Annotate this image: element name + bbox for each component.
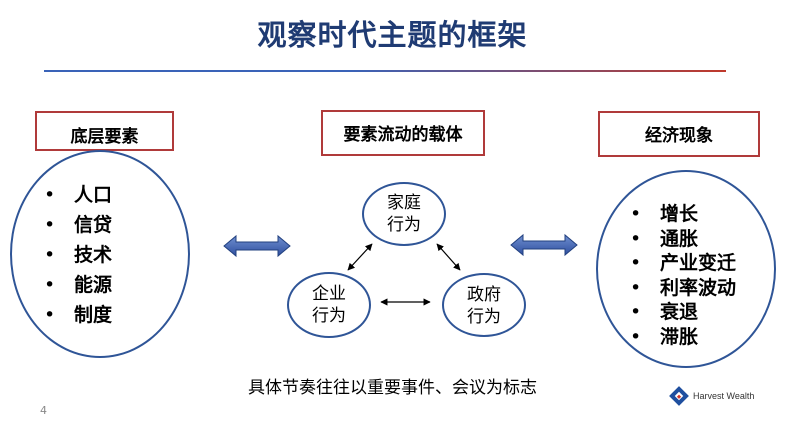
right-label-box: 经济现象 — [598, 111, 760, 157]
title-divider — [44, 70, 726, 72]
enterprise-node — [287, 272, 371, 338]
logo-text: Harvest Wealth — [693, 391, 755, 401]
list-item: 制度 — [44, 300, 112, 330]
family-enterprise-arrow — [347, 243, 373, 271]
family-line-2: 行为 — [387, 215, 421, 235]
government-line-1: 政府 — [467, 285, 501, 305]
middle-label-box: 要素流动的载体 — [321, 110, 485, 156]
list-item: 产业变迁 — [630, 251, 736, 276]
footer-caption: 具体节奏往往以重要事件、会议为标志 — [248, 378, 537, 398]
list-item: 增长 — [630, 202, 736, 227]
right-label: 经济现象 — [645, 126, 713, 146]
list-item: 信贷 — [44, 210, 112, 240]
family-node-text: 家庭 行为 — [362, 192, 446, 236]
enterprise-line-2: 行为 — [312, 306, 346, 326]
government-node — [442, 273, 526, 337]
page-number: 4 — [40, 404, 47, 417]
list-item: 利率波动 — [630, 276, 736, 301]
list-item: 衰退 — [630, 300, 736, 325]
right-list: 增长 通胀 产业变迁 利率波动 衰退 滞胀 — [630, 202, 736, 349]
left-list: 人口 信贷 技术 能源 制度 — [44, 180, 112, 330]
left-label: 底层要素 — [70, 127, 139, 147]
list-item: 技术 — [44, 240, 112, 270]
list-item: 通胀 — [630, 227, 736, 252]
family-node — [362, 182, 446, 246]
government-line-2: 行为 — [467, 307, 501, 327]
family-line-1: 家庭 — [387, 193, 421, 213]
enterprise-line-1: 企业 — [312, 284, 346, 304]
page-title: 观察时代主题的框架 — [257, 18, 528, 52]
list-item: 滞胀 — [630, 325, 736, 350]
harvest-diamond-icon — [669, 386, 689, 406]
government-node-text: 政府 行为 — [442, 284, 526, 328]
left-label-box: 底层要素 — [35, 111, 174, 151]
brand-logo: Harvest Wealth — [668, 385, 754, 407]
middle-label: 要素流动的载体 — [343, 125, 463, 145]
left-double-arrow — [223, 234, 291, 258]
enterprise-node-text: 企业 行为 — [287, 283, 371, 327]
list-item: 能源 — [44, 270, 112, 300]
family-government-arrow — [436, 243, 461, 271]
right-double-arrow — [510, 233, 578, 257]
list-item: 人口 — [44, 180, 112, 210]
